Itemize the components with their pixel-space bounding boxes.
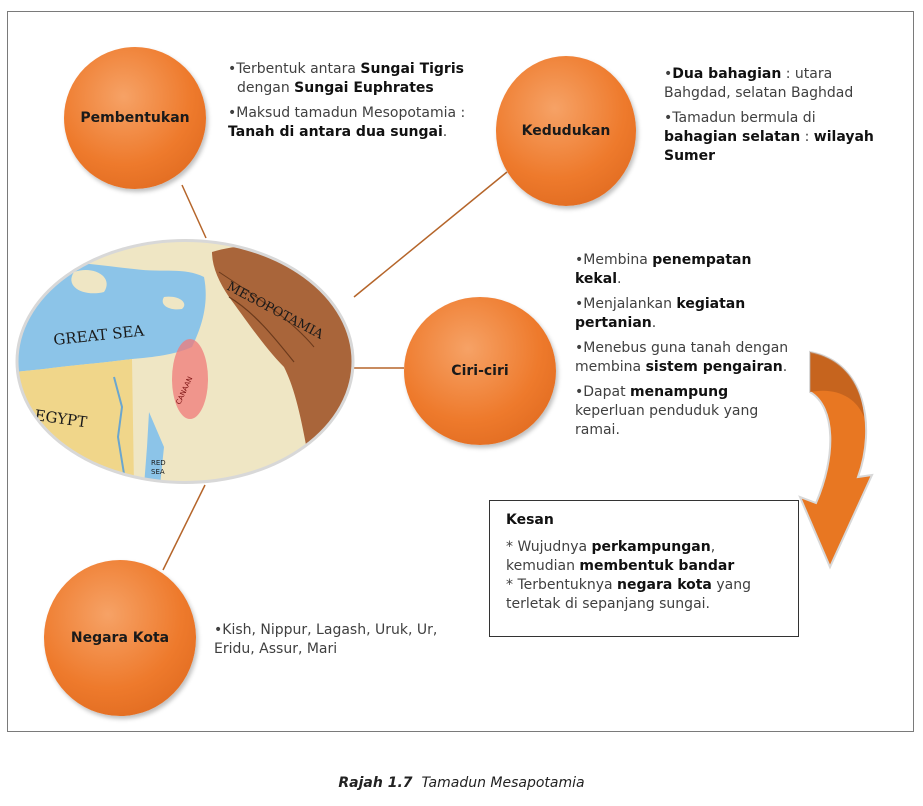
node-label-pembentukan: Pembentukan [80, 110, 190, 126]
ciri-point-1: •Membina penempatan kekal. [575, 252, 752, 287]
caption-label: Rajah 1.7 [338, 775, 413, 791]
kedudukan-points: •Dua bahagian : utara Bahgdad, selatan B… [664, 65, 874, 172]
mesopotamia-map: MESOPOTAMIA GREAT SEA EGYPT CANAAN RED S… [15, 239, 355, 484]
pembentukan-point-1: •Terbentuk antara Sungai Tigris dengan S… [228, 61, 464, 96]
kedudukan-point-2: •Tamadun bermula di bahagian selatan : w… [664, 110, 874, 164]
node-kedudukan: Kedudukan [496, 56, 636, 206]
negara-kota-list: •Kish, Nippur, Lagash, Uruk, Ur, Eridu, … [214, 622, 438, 657]
ciri-points: •Membina penempatan kekal. •Menjalankan … [575, 251, 801, 446]
pembentukan-points: •Terbentuk antara Sungai Tigris dengan S… [228, 60, 498, 148]
caption-text: Tamadun Mesapotamia [421, 775, 585, 791]
node-pembentukan: Pembentukan [64, 47, 206, 189]
map-label-sea: SEA [151, 468, 165, 476]
pembentukan-point-2: •Maksud tamadun Mesopotamia : Tanah di a… [228, 105, 466, 140]
kesan-title: Kesan [506, 512, 554, 528]
kesan-line-2: * Terbentuknya negara kota yang terletak… [506, 577, 751, 612]
ciri-point-3: •Menebus guna tanah dengan membina siste… [575, 340, 789, 375]
curved-arrow-icon [798, 350, 874, 570]
node-negara-kota: Negara Kota [44, 560, 196, 716]
node-label-ciri-ciri: Ciri-ciri [451, 363, 509, 379]
map-label-red: RED [151, 459, 166, 467]
kedudukan-point-1: •Dua bahagian : utara Bahgdad, selatan B… [664, 66, 854, 101]
ciri-point-4: •Dapat menampung keperluan penduduk yang… [575, 384, 759, 438]
kesan-box: Kesan * Wujudnya perkampungan, kemudian … [489, 500, 799, 637]
ciri-point-2: •Menjalankan kegiatan pertanian. [575, 296, 746, 331]
node-label-kedudukan: Kedudukan [521, 123, 611, 139]
node-label-negara-kota: Negara Kota [70, 630, 170, 646]
kesan-line-1: * Wujudnya perkampungan, kemudian memben… [506, 539, 735, 574]
figure-caption: Rajah 1.7 Tamadun Mesapotamia [0, 775, 923, 791]
node-ciri-ciri: Ciri-ciri [404, 297, 556, 445]
diagram-frame [7, 11, 914, 732]
